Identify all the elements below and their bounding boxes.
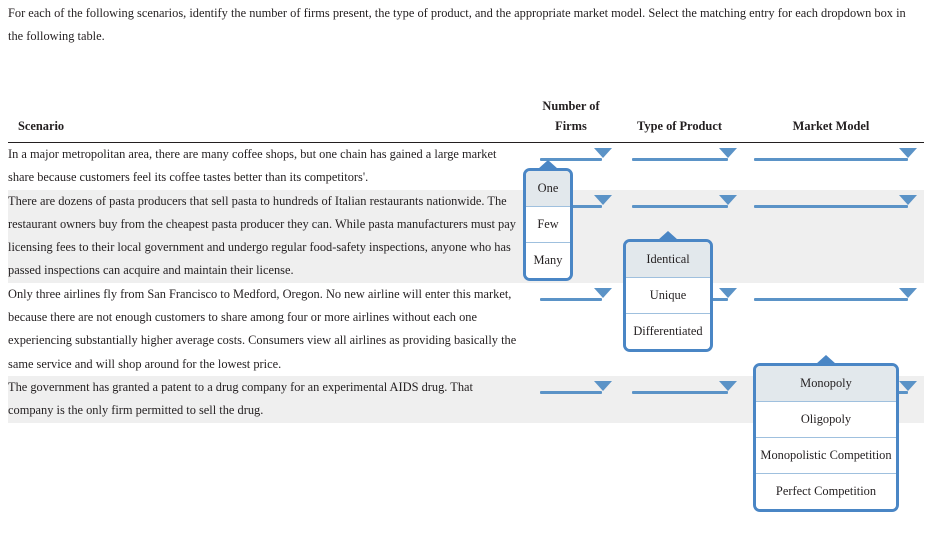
dropdown-underline	[631, 204, 728, 208]
dropdown-cell-firms-row4[interactable]	[521, 375, 621, 423]
scenario-text: There are dozens of pasta producers that…	[8, 189, 521, 283]
dropdown-trigger-model-row3[interactable]	[754, 283, 917, 305]
chevron-down-icon	[718, 148, 737, 158]
dropdown-option[interactable]: Oligopoly	[756, 402, 896, 438]
dropdown-cell-model-row3[interactable]	[738, 283, 924, 376]
column-header-number-of-firms: Number of Firms	[521, 96, 621, 143]
dropdown-menu-number-of-firms[interactable]: One Few Many	[523, 168, 573, 281]
table-row: Only three airlines fly from San Francis…	[8, 283, 924, 376]
dropdown-option[interactable]: Monopolistic Competition	[756, 438, 896, 474]
caret-up-icon	[538, 160, 558, 169]
dropdown-underline	[540, 158, 602, 161]
dropdown-underline	[631, 390, 728, 394]
chevron-down-icon	[718, 287, 737, 298]
dropdown-trigger-type-row4[interactable]	[631, 376, 737, 398]
dropdown-cell-firms-row3[interactable]	[521, 283, 621, 376]
table-row: There are dozens of pasta producers that…	[8, 189, 924, 283]
column-header-number-of-firms-line2: Firms	[555, 119, 587, 133]
scenario-text: Only three airlines fly from San Francis…	[8, 286, 517, 371]
instructions-paragraph: For each of the following scenarios, ide…	[8, 6, 906, 43]
chevron-down-icon	[594, 287, 612, 298]
dropdown-underline	[754, 204, 908, 208]
scenario-text: The government has granted a patent to a…	[8, 375, 521, 423]
chevron-down-icon	[594, 194, 612, 205]
dropdown-underline	[540, 390, 602, 394]
dropdown-cell-model-row1[interactable]	[738, 143, 924, 190]
dropdown-trigger-model-row2[interactable]	[754, 190, 917, 212]
dropdown-underline	[631, 158, 728, 161]
chevron-down-icon	[718, 380, 737, 391]
dropdown-underline	[540, 297, 602, 301]
dropdown-option[interactable]: Monopoly	[756, 366, 896, 402]
dropdown-option[interactable]: Few	[526, 207, 570, 243]
dropdown-menu-type-of-product[interactable]: Identical Unique Differentiated	[623, 239, 713, 352]
dropdown-trigger-firms-row1[interactable]	[540, 143, 612, 165]
dropdown-trigger-firms-row3[interactable]	[540, 283, 612, 305]
chevron-down-icon	[899, 380, 917, 391]
dropdown-underline	[754, 158, 908, 161]
chevron-down-icon	[899, 148, 917, 158]
dropdown-trigger-type-row1[interactable]	[631, 143, 737, 165]
chevron-down-icon	[594, 380, 612, 391]
dropdown-option[interactable]: Unique	[626, 278, 710, 314]
dropdown-option[interactable]: Identical	[626, 242, 710, 278]
dropdown-trigger-model-row1[interactable]	[754, 143, 917, 165]
dropdown-trigger-type-row2[interactable]	[631, 190, 737, 212]
dropdown-cell-firms-row1[interactable]	[521, 143, 621, 190]
dropdown-cell-type-row4[interactable]	[621, 375, 738, 423]
scenario-text: In a major metropolitan area, there are …	[8, 147, 497, 185]
dropdown-option[interactable]: Many	[526, 243, 570, 278]
chevron-down-icon	[899, 287, 917, 298]
table-row: In a major metropolitan area, there are …	[8, 143, 924, 190]
column-header-scenario: Scenario	[8, 96, 521, 143]
dropdown-underline	[754, 297, 908, 301]
dropdown-option[interactable]: Perfect Competition	[756, 474, 896, 509]
chevron-down-icon	[594, 148, 612, 158]
dropdown-cell-model-row2[interactable]	[738, 189, 924, 283]
column-header-type-of-product: Type of Product	[621, 96, 738, 143]
dropdown-menu-market-model[interactable]: Monopoly Oligopoly Monopolistic Competit…	[753, 363, 899, 512]
table-header-row: Scenario Number of Firms Type of Product…	[8, 96, 924, 143]
dropdown-option[interactable]: One	[526, 171, 570, 207]
caret-up-icon	[658, 231, 678, 240]
chevron-down-icon	[718, 194, 737, 205]
dropdown-option[interactable]: Differentiated	[626, 314, 710, 349]
dropdown-cell-type-row1[interactable]	[621, 143, 738, 190]
column-header-market-model: Market Model	[738, 96, 924, 143]
caret-up-icon	[816, 355, 836, 364]
column-header-number-of-firms-line1: Number of	[542, 99, 600, 113]
chevron-down-icon	[899, 194, 917, 205]
dropdown-trigger-firms-row4[interactable]	[540, 376, 612, 398]
